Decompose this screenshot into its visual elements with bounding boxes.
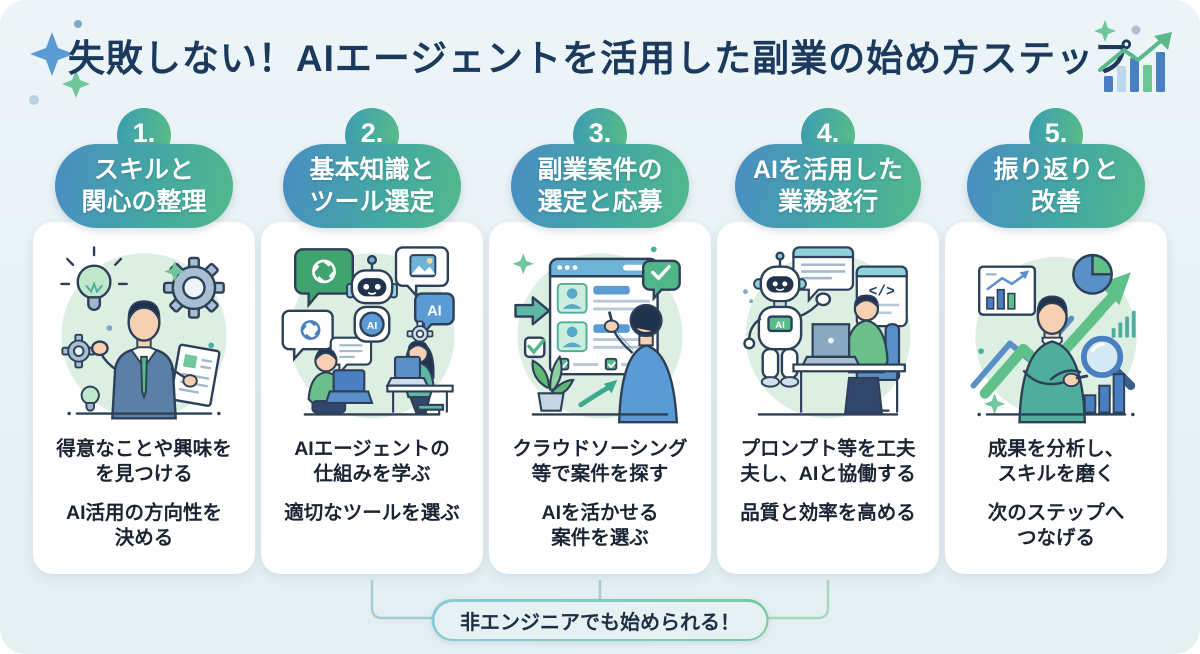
svg-text:</>: </>: [869, 284, 895, 300]
step-card: AI: [261, 222, 483, 574]
man-pointing-at-job-listing-board-illustration: [504, 234, 696, 426]
bar-chart-rising-arrow-icon: [1094, 20, 1186, 103]
footer-note-pill: 非エンジニアでも始められる！: [431, 599, 769, 641]
step-title: AIを活用した 業務遂行: [734, 144, 921, 228]
step-title: スキルと 関心の整理: [55, 144, 233, 228]
businessman-with-lightbulb-gears-and-document-illustration: [48, 234, 240, 426]
svg-text:AI: AI: [427, 304, 441, 320]
step-point: 品質と効率を高める: [740, 501, 916, 524]
step-point: 得意なことや興味を を見つける: [56, 438, 232, 486]
step-point: AI活用の方向性を 決める: [65, 501, 222, 550]
man-with-growth-arrow-and-magnifier-illustration: [960, 234, 1152, 426]
connector-lines: [370, 580, 830, 620]
step-card: 得意なことや興味を を見つける AI活用の方向性を 決める: [33, 222, 255, 574]
steps-row: 1. スキルと 関心の整理: [33, 108, 1167, 574]
step-column-1: 1. スキルと 関心の整理: [33, 108, 255, 574]
step-card: </>: [717, 222, 939, 574]
footer-note-text: 非エンジニアでも始められる！: [434, 601, 766, 639]
step-column-5: 5. 振り返りと 改善: [945, 108, 1167, 574]
step-point: プロンプト等を工夫 夫し、AIと協働する: [740, 438, 916, 486]
step-title: 基本知識と ツール選定: [283, 144, 461, 228]
step-card: クラウドソーシング 等で案件を探す AIを活かせる 案件を選ぶ: [489, 222, 711, 574]
step-point: AIを活かせる 案件を選ぶ: [541, 501, 659, 550]
sparkles-icon: [22, 12, 102, 117]
page-title: 失敗しない！AIエージェントを活用した副業の始め方ステップ: [67, 38, 1133, 79]
step-point: 適切なツールを選ぶ: [284, 501, 460, 524]
step-point: 次のステップへ つなげる: [987, 501, 1125, 550]
step-column-2: 2. 基本知識と ツール選定: [261, 108, 483, 574]
robot-assisting-man-on-laptop-illustration: </>: [732, 234, 924, 426]
svg-text:AI: AI: [775, 320, 785, 331]
step-title: 振り返りと 改善: [967, 144, 1145, 228]
svg-text:AI: AI: [367, 320, 378, 332]
step-column-4: 4. AIを活用した 業務遂行: [717, 108, 939, 574]
robot-with-ai-tool-bubbles-illustration: AI: [276, 234, 468, 426]
step-point: 成果を分析し、 スキルを磨く: [987, 438, 1125, 486]
step-card: 成果を分析し、 スキルを磨く 次のステップへ つなげる: [945, 222, 1167, 574]
step-title: 副業案件の 選定と応募: [511, 144, 689, 228]
step-point: クラウドソーシング 等で案件を探す: [512, 438, 688, 486]
step-column-3: 3. 副業案件の 選定と応募: [489, 108, 711, 574]
step-point: AIエージェントの 仕組みを学ぶ: [294, 438, 450, 486]
